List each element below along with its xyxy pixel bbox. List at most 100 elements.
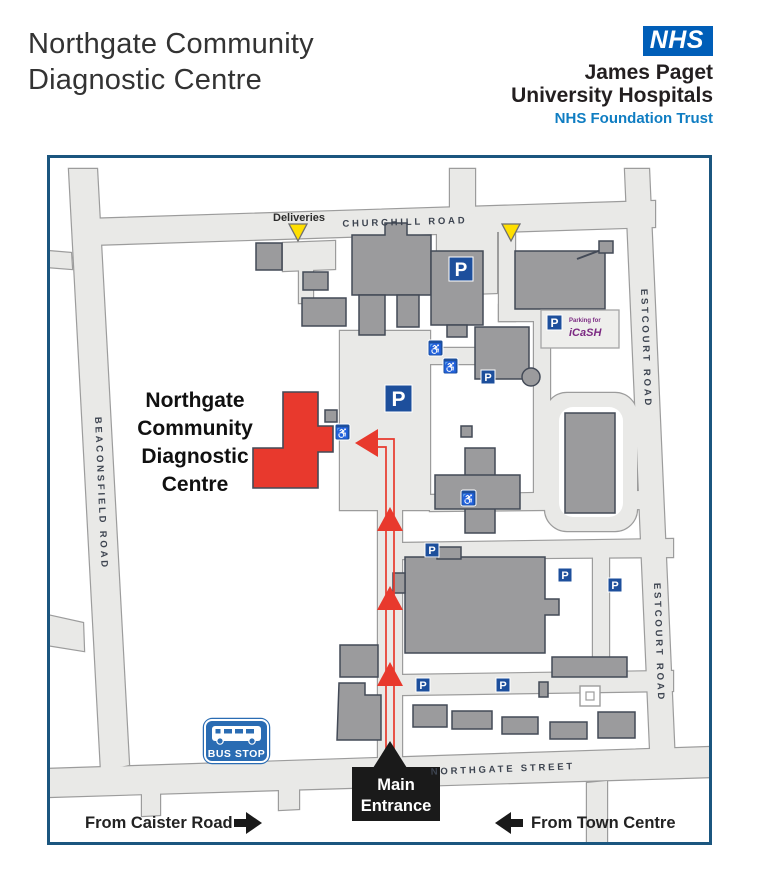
building [412, 704, 448, 728]
parking-icon-label: P [611, 580, 618, 592]
main-entrance-label: Entrance [361, 797, 432, 815]
main-entrance-pointer-icon [373, 741, 407, 768]
building [324, 409, 338, 423]
wheelchair-glyph: ♿ [429, 343, 443, 356]
icash-label: iCaSH [569, 327, 602, 339]
building [434, 474, 521, 510]
building [460, 425, 473, 438]
org-name-line1: James Paget [584, 61, 713, 84]
cdc-building [252, 391, 334, 489]
parking-icon-label: P [391, 388, 405, 411]
route-to-entrance [355, 429, 403, 767]
parking-icon-label: P [499, 680, 506, 692]
main-entrance-label: Main [377, 776, 415, 794]
parking-icon-label: P [428, 545, 435, 557]
map-border [47, 155, 712, 845]
building-link [576, 249, 602, 260]
parking-icon [415, 677, 431, 693]
arrow-left-icon [495, 812, 511, 834]
wheelchair-icon [460, 489, 477, 507]
building [551, 656, 628, 678]
building [302, 271, 329, 291]
route-line [378, 438, 395, 767]
building [501, 716, 539, 735]
from-town-label: From Town Centre [531, 814, 676, 832]
building [549, 721, 588, 740]
page-title: Northgate Community Diagnostic Centre [28, 26, 314, 98]
wheelchair-icon [442, 357, 459, 375]
bus-stop-icon: BUS STOP [202, 717, 271, 765]
building [514, 250, 606, 310]
building [451, 710, 493, 730]
cdc-map-label: Northgate Community Diagnostic Centre [137, 389, 253, 496]
parking-icon-label: P [419, 680, 426, 692]
route-arrow-up-icon [377, 507, 403, 531]
org-name-line3: NHS Foundation Trust [554, 110, 713, 127]
parking-icon-label: P [561, 570, 568, 582]
parking-icon [607, 577, 623, 593]
arrow-left-icon [511, 819, 523, 827]
site-map-svg: P Parking for iCaSH P P P P P P [45, 155, 714, 847]
parking-for-label: Parking for [569, 318, 601, 324]
parking-icon [557, 567, 573, 583]
wheelchair-icon [427, 339, 444, 357]
cdc-label-line: Diagnostic [141, 445, 249, 468]
building [597, 711, 636, 739]
building [255, 242, 283, 271]
churchill-road-label: CHURCHILL ROAD [342, 215, 467, 229]
main-entrance-panel [352, 767, 440, 821]
building [538, 681, 549, 698]
building [585, 691, 595, 701]
building [336, 682, 382, 741]
arrow-right-icon [234, 819, 246, 827]
parking-icons: P P P P P P P P [384, 256, 623, 693]
nhs-branding: NHS James Paget University Hospitals NHS… [511, 26, 713, 128]
parking-icon-label: P [550, 316, 558, 330]
direction-notes: From Caister Road From Town Centre [85, 812, 676, 834]
building [564, 412, 616, 514]
site-map: P Parking for iCaSH P P P P P P [45, 155, 714, 847]
wheelchair-icon [334, 423, 351, 441]
building [436, 546, 462, 560]
wheelchair-glyph: ♿ [444, 361, 458, 374]
wheelchair-glyph: ♿ [336, 427, 350, 440]
building [392, 572, 406, 594]
building [446, 324, 468, 338]
route-arrow-up-icon [377, 662, 403, 686]
building [404, 556, 560, 654]
page-title-line2: Diagnostic Centre [28, 64, 262, 96]
icash-parking-sign: P Parking for iCaSH [540, 309, 620, 349]
accessible-parking-icons: ♿ ♿ ♿ ♿ [334, 339, 477, 507]
building [396, 294, 420, 328]
building [301, 297, 347, 327]
delivery-marker-icon [287, 223, 309, 243]
cdc-label-line: Community [137, 417, 253, 440]
nhs-logo-icon: NHS [642, 26, 713, 56]
delivery-marker-icon [500, 223, 522, 243]
route-arrow-up-icon [377, 586, 403, 610]
estcourt-road-label: ESTCOURT ROAD [638, 289, 653, 409]
route-arrow-left-icon [355, 429, 378, 457]
page-title-line1: Northgate Community [28, 28, 314, 60]
parking-icon [384, 384, 413, 413]
parking-icon-label: P [484, 372, 491, 384]
bus-stop-label: BUS STOP [208, 748, 265, 760]
route-line [378, 446, 387, 767]
building [521, 367, 541, 387]
parking-icon [480, 369, 496, 385]
bus-stop-outline [202, 717, 271, 765]
parking-icon [546, 314, 563, 331]
cdc-label-line: Northgate [145, 389, 244, 412]
parking-icon [448, 256, 474, 282]
building [598, 240, 614, 254]
arrow-right-icon [246, 812, 262, 834]
deliveries-label: Deliveries [273, 212, 325, 224]
parking-icon [424, 542, 440, 558]
main-entrance-callout: Main Entrance [352, 741, 440, 821]
from-caister-label: From Caister Road [85, 814, 233, 832]
buildings [255, 222, 636, 741]
cdc-label-line: Centre [162, 473, 229, 496]
parking-icon [495, 677, 511, 693]
parking-icon-label: P [455, 260, 468, 281]
